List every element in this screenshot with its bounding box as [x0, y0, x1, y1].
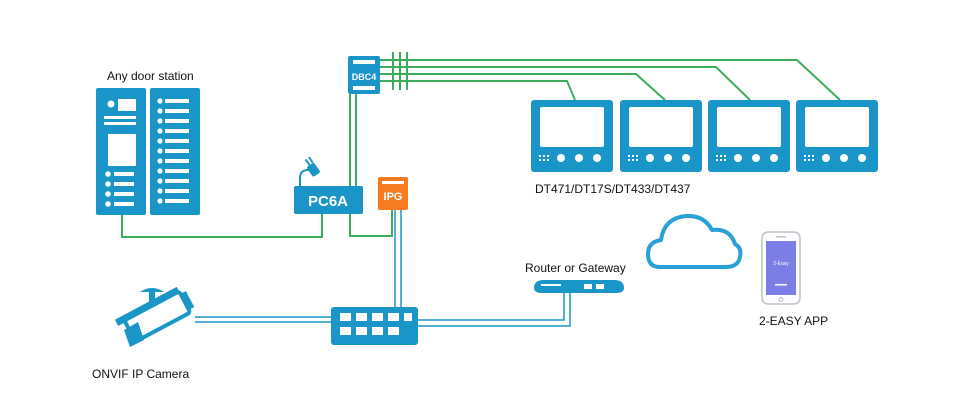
power-supply-icon: PC6A	[294, 156, 363, 214]
monitors-label: DT471/DT17S/DT433/DT437	[535, 182, 691, 196]
cloud-icon	[646, 213, 743, 269]
ip-camera-icon	[114, 286, 195, 347]
door-station-icon	[96, 88, 200, 215]
bus-line-2	[380, 73, 666, 101]
video-monitor-icon	[531, 100, 613, 172]
power-plug-icon	[304, 156, 320, 177]
bus-line-3	[380, 66, 751, 101]
camera-label: ONVIF IP Camera	[92, 367, 189, 381]
smartphone-icon: 2-Easy	[761, 231, 801, 305]
ethernet-wiring	[195, 210, 571, 327]
bus-wiring	[121, 52, 841, 238]
door-to-pc6a-wire	[121, 214, 323, 238]
router-icon	[534, 280, 624, 293]
router-label: Router or Gateway	[525, 261, 626, 275]
network-switch-icon	[331, 307, 418, 345]
bus-line-1	[380, 80, 576, 101]
dbc4-label: DBC4	[352, 72, 377, 82]
video-monitor-icon	[796, 100, 878, 172]
ipg-label: IPG	[384, 191, 403, 203]
switch-to-router-cable	[418, 292, 565, 321]
video-monitor-icon	[620, 100, 702, 172]
ipg-gateway: IPG	[378, 177, 408, 210]
dbc4-to-ipg-wire	[349, 93, 393, 237]
bus-line-4	[380, 59, 841, 101]
dbc4-distributor: DBC4	[348, 56, 380, 94]
pc6a-label: PC6A	[308, 193, 348, 210]
door-station-label: Any door station	[107, 69, 194, 83]
app-label: 2-EASY APP	[759, 314, 828, 328]
video-monitor-icon	[708, 100, 790, 172]
phone-app-name: 2-Easy	[773, 261, 789, 267]
